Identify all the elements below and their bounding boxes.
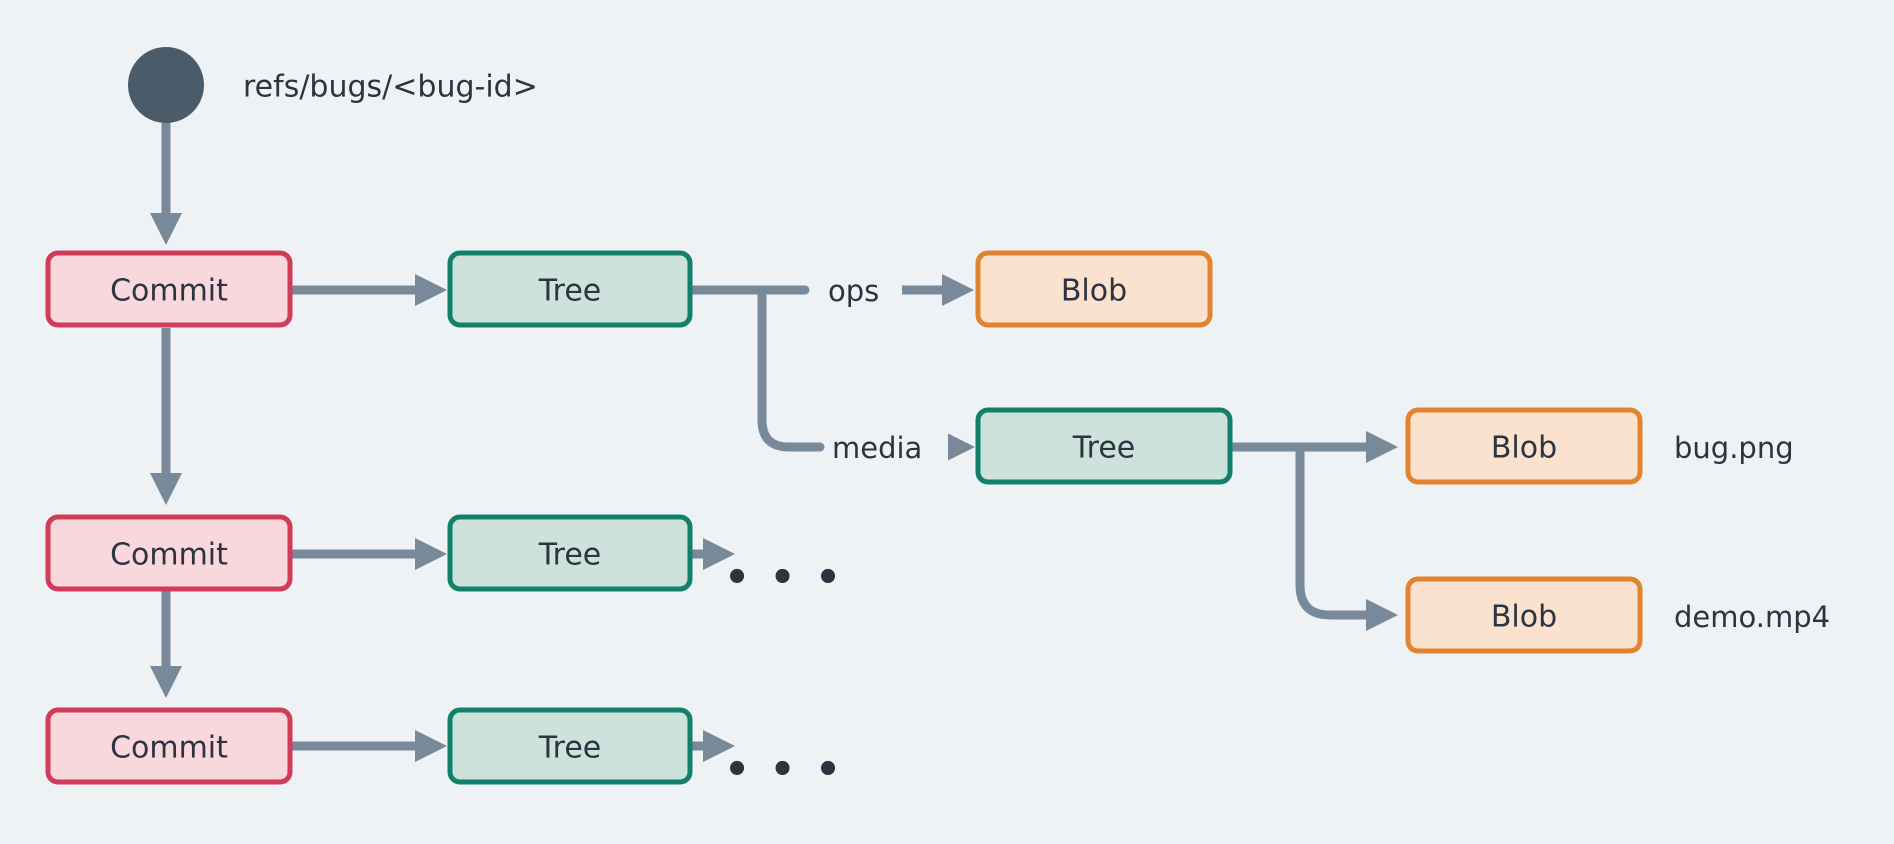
node-tree-3[interactable]: Tree — [447, 707, 693, 785]
tree-1-label: Tree — [538, 274, 602, 309]
node-commit-1[interactable]: Commit — [45, 250, 293, 328]
tree-1-box[interactable] — [447, 250, 693, 328]
edge-commit-1-to-tree-1 — [290, 274, 447, 306]
tree-3-label: Tree — [538, 731, 602, 766]
tree-3-box[interactable] — [447, 707, 693, 785]
commit-1-label: Commit — [110, 274, 228, 309]
tree-media-box[interactable] — [975, 407, 1233, 485]
node-blob-bug-png[interactable]: Blob — [1405, 407, 1643, 485]
blob-ops-box[interactable] — [975, 250, 1213, 328]
tree-media-label: Tree — [1072, 431, 1136, 466]
edge-tree-2-to-ellipsis — [690, 538, 735, 570]
edge-commit-2-to-tree-2 — [290, 538, 447, 570]
commit-1-box[interactable] — [45, 250, 293, 328]
edge-commit-1-to-commit-2 — [150, 328, 182, 505]
node-tree-media[interactable]: Tree — [975, 407, 1233, 485]
edge-tree-3-to-ellipsis — [690, 730, 735, 762]
edge-commit-3-to-tree-3 — [290, 730, 447, 762]
edge-commit-2-to-commit-3 — [150, 588, 182, 698]
ellipsis-tree-2: • • • — [724, 555, 844, 601]
blob-ops-label: Blob — [1061, 274, 1127, 309]
ref-label: refs/bugs/<bug-id> — [243, 70, 538, 105]
edge-label-media: media — [832, 431, 922, 465]
tree-2-label: Tree — [538, 538, 602, 573]
node-commit-2[interactable]: Commit — [45, 514, 293, 592]
edge-ref-to-commit-1 — [150, 115, 182, 245]
blob-demo-mp4-label: Blob — [1491, 600, 1557, 635]
ref-pointer-dot[interactable] — [128, 47, 204, 123]
commit-3-box[interactable] — [45, 707, 293, 785]
blob-demo-mp4-box[interactable] — [1405, 576, 1643, 654]
blob-bug-png-filename: bug.png — [1674, 431, 1794, 465]
commit-2-box[interactable] — [45, 514, 293, 592]
blob-demo-mp4-filename: demo.mp4 — [1674, 600, 1830, 634]
blob-bug-png-label: Blob — [1491, 431, 1557, 466]
edge-ops-to-blob — [898, 274, 974, 306]
commit-3-label: Commit — [110, 731, 228, 766]
edge-label-ops: ops — [828, 274, 879, 308]
node-blob-ops[interactable]: Blob — [975, 250, 1213, 328]
tree-2-box[interactable] — [447, 514, 693, 592]
ellipsis-tree-3: • • • — [724, 747, 844, 793]
node-tree-2[interactable]: Tree — [447, 514, 693, 592]
media-label-backing — [826, 426, 948, 468]
blob-bug-png-box[interactable] — [1405, 407, 1643, 485]
node-blob-demo-mp4[interactable]: Blob — [1405, 576, 1643, 654]
commit-2-label: Commit — [110, 538, 228, 573]
ops-label-backing — [820, 270, 902, 310]
edge-tree-media-split — [1225, 431, 1398, 631]
edge-tree-1-split — [685, 285, 825, 452]
node-tree-1[interactable]: Tree — [447, 250, 693, 328]
node-commit-3[interactable]: Commit — [45, 707, 293, 785]
